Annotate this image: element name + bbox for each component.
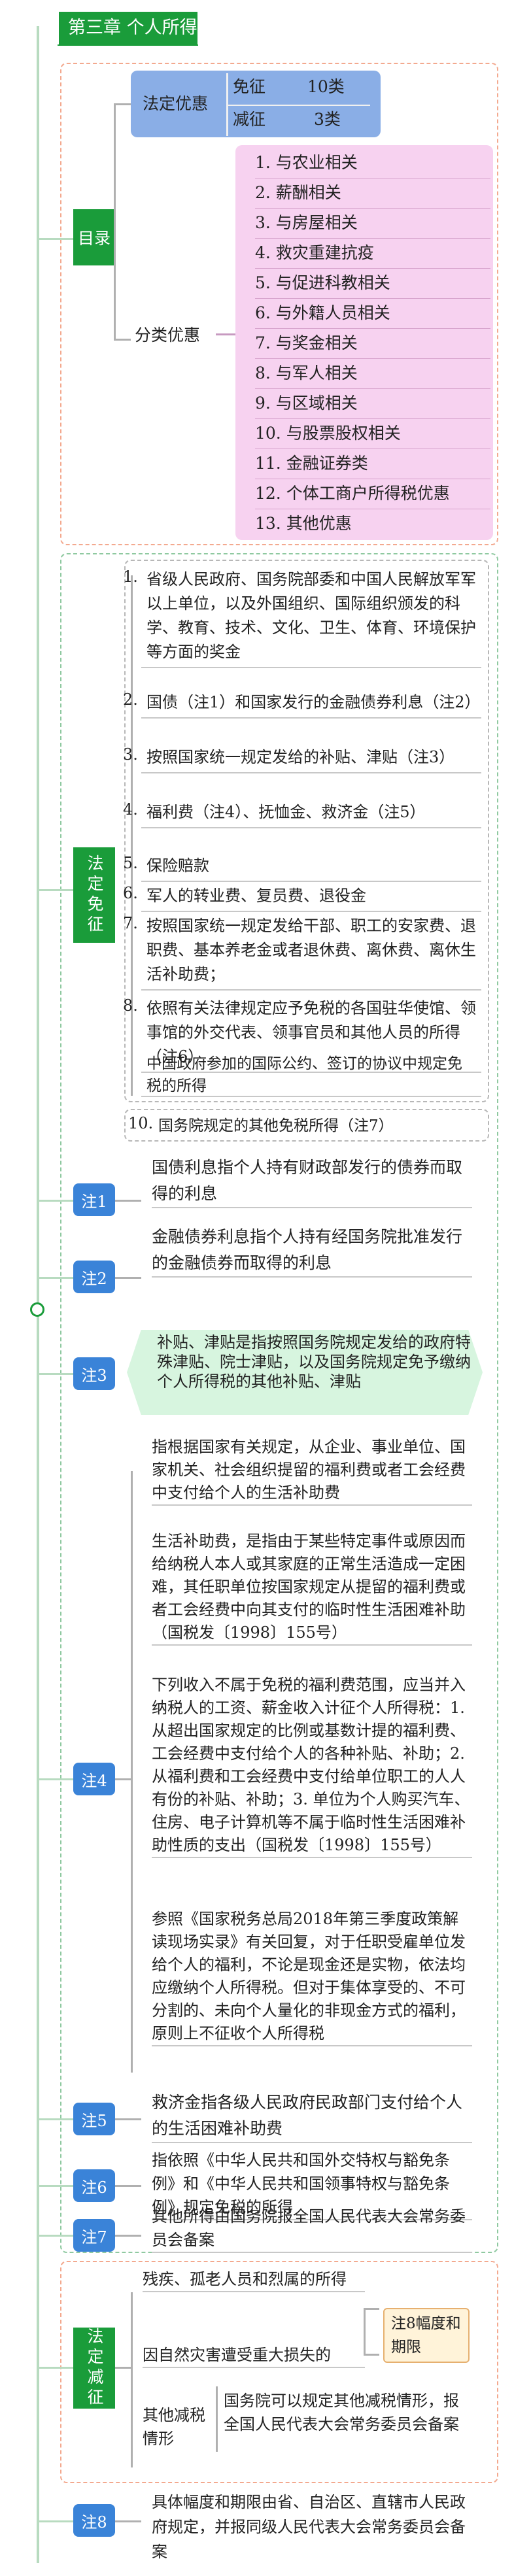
note-4-text-d: 参照《国家税务总局2018年第三季度政策解读现场实录》有关回复，对于任职受雇单位… [152, 1908, 472, 2046]
exempt-list-frame [124, 560, 489, 1102]
category-item[interactable]: 8. 与军人相关 [255, 358, 490, 389]
category-item[interactable]: 13. 其他优惠 [255, 514, 352, 533]
exempt-section-tag[interactable]: 法定免征 [73, 847, 115, 943]
exempt-item-9: 9. 中国政府参加的国际公约、签订的协议中规定免税的所得 [141, 1050, 481, 1097]
exempt-item-3: 3. 按照国家统一规定发给的补贴、津贴（注3） [123, 743, 481, 773]
exempt-item-7: 7. 按照国家统一规定发给干部、职工的安家费、退职费、基本养老金或者退休费、离休… [123, 911, 481, 991]
note-3-tag[interactable]: 注3 [73, 1357, 115, 1390]
note-5-tag[interactable]: 注5 [73, 2103, 115, 2135]
reduce-label: 减征 [233, 110, 266, 129]
category-item[interactable]: 11. 金融证券类 [255, 449, 490, 479]
reduce-item-1: 残疾、孤老人员和烈属的所得 [143, 2267, 365, 2292]
note-6-text: 指依照《中华人民共和国外交特权与豁免条例》和《中华人民共和国领事特权与豁免条例》… [152, 2148, 472, 2220]
note-8-text: 具体幅度和期限由省、自治区、直辖市人民政府规定，并报同级人民代表大会常务委员会备… [152, 2493, 466, 2561]
note-5-text: 救济金指各级人民政府民政部门支付给个人的生活困难补助费 [152, 2090, 472, 2143]
reduce-count: 3类 [314, 110, 341, 129]
reduce-item-2: 因自然灾害遭受重大损失的 [143, 2343, 365, 2368]
exempt-item-10: 10. 国务院规定的其他免税所得（注7） [128, 1114, 394, 1134]
mindmap-spine [37, 26, 39, 2563]
note-3-text: 补贴、津贴是指按照国务院规定发给的政府特殊津贴、院士津贴，以及国务院规定免予缴纳… [157, 1333, 471, 1391]
note-4-text-b: 生活补助费，是指由于某些特定事件或原因而给纳税人本人或其家庭的正常生活造成一定困… [152, 1530, 472, 1646]
category-item[interactable]: 10. 与股票股权相关 [255, 418, 490, 449]
note-6-tag[interactable]: 注6 [73, 2169, 115, 2202]
catalog-tag[interactable]: 目录 [73, 209, 115, 265]
note-8-tag[interactable]: 注8 [73, 2504, 115, 2537]
category-item[interactable]: 3. 与房屋相关 [255, 208, 490, 239]
category-item[interactable]: 6. 与外籍人员相关 [255, 298, 490, 329]
reduce-item-3-label: 其他减税情形 [143, 2406, 205, 2448]
exempt-item-5: 5. 保险赔款 [123, 851, 481, 882]
note-8-side-badge: 注8幅度和期限 [383, 2308, 470, 2363]
note-4-text-c: 下列收入不属于免税的福利费范围，应当并入纳税人的工资、薪金收入计征个人所得税：1… [152, 1674, 472, 1858]
note-2-tag[interactable]: 注2 [73, 1261, 115, 1293]
category-item[interactable]: 4. 救灾重建抗疫 [255, 238, 490, 269]
note-4-text-a: 指根据国家有关规定，从企业、事业单位、国家机关、社会组织提留的福利费或者工会经费… [152, 1436, 472, 1506]
exempt-label: 免征 [233, 77, 266, 96]
title-underline [58, 44, 198, 46]
category-item[interactable]: 5. 与促进科教相关 [255, 268, 490, 299]
exempt-item-8: 8. 依照有关法律规定应予免税的各国驻华使馆、领事馆的外交代表、领事官员和其他人… [123, 994, 481, 1073]
category-item[interactable]: 7. 与奖金相关 [255, 328, 490, 359]
category-item[interactable]: 12. 个体工商户所得税优惠 [255, 479, 490, 509]
category-benefit-label: 分类优惠 [135, 326, 201, 345]
statutory-benefit-label: 法定优惠 [143, 94, 209, 113]
note-7-tag[interactable]: 注7 [73, 2219, 115, 2252]
exempt-item-4: 4. 福利费（注4）、抚恤金、救济金（注5） [123, 798, 481, 828]
reduce-item-3-text: 国务院可以规定其他减税情形，报全国人民代表大会常务委员会备案 [224, 2392, 459, 2433]
note-4-tag[interactable]: 注4 [73, 1763, 115, 1795]
note-1-text: 国债利息指个人持有财政部发行的债券而取得的利息 [152, 1155, 472, 1208]
category-item[interactable]: 1. 与农业相关 [255, 148, 490, 178]
reduce-section-tag[interactable]: 法定减征 [73, 2328, 115, 2409]
exempt-item-6: 6. 军人的转业费、复员费、退役金 [123, 881, 481, 912]
statutory-benefit-box [131, 71, 381, 137]
category-list-box: 1. 与农业相关 2. 薪酬相关 3. 与房屋相关 4. 救灾重建抗疫 5. 与… [235, 145, 493, 540]
note-3-highlight [127, 1330, 483, 1415]
chapter-title: 第三章 个人所得税税收优惠 [59, 12, 197, 71]
note-1-tag[interactable]: 注1 [73, 1183, 115, 1216]
reduce-frame [60, 2261, 498, 2483]
exempt-count: 10类 [307, 77, 345, 96]
category-item[interactable]: 2. 薪酬相关 [255, 178, 490, 209]
exempt-item-1: 1. 省级人民政府、国务院部委和中国人民解放军军以上单位，以及外国组织、国际组织… [123, 565, 481, 668]
root-node-dot[interactable] [30, 1302, 44, 1317]
note-2-text: 金融债券利息指个人持有经国务院批准发行的金融债券而取得的利息 [152, 1224, 472, 1278]
exempt-item-2: 2. 国债（注1）和国家发行的金融债券利息（注2） [123, 688, 481, 719]
category-item[interactable]: 9. 与区域相关 [255, 388, 490, 419]
note-7-text: 其他所得由国务院报全国人民代表大会常务委员会备案 [152, 2205, 472, 2253]
